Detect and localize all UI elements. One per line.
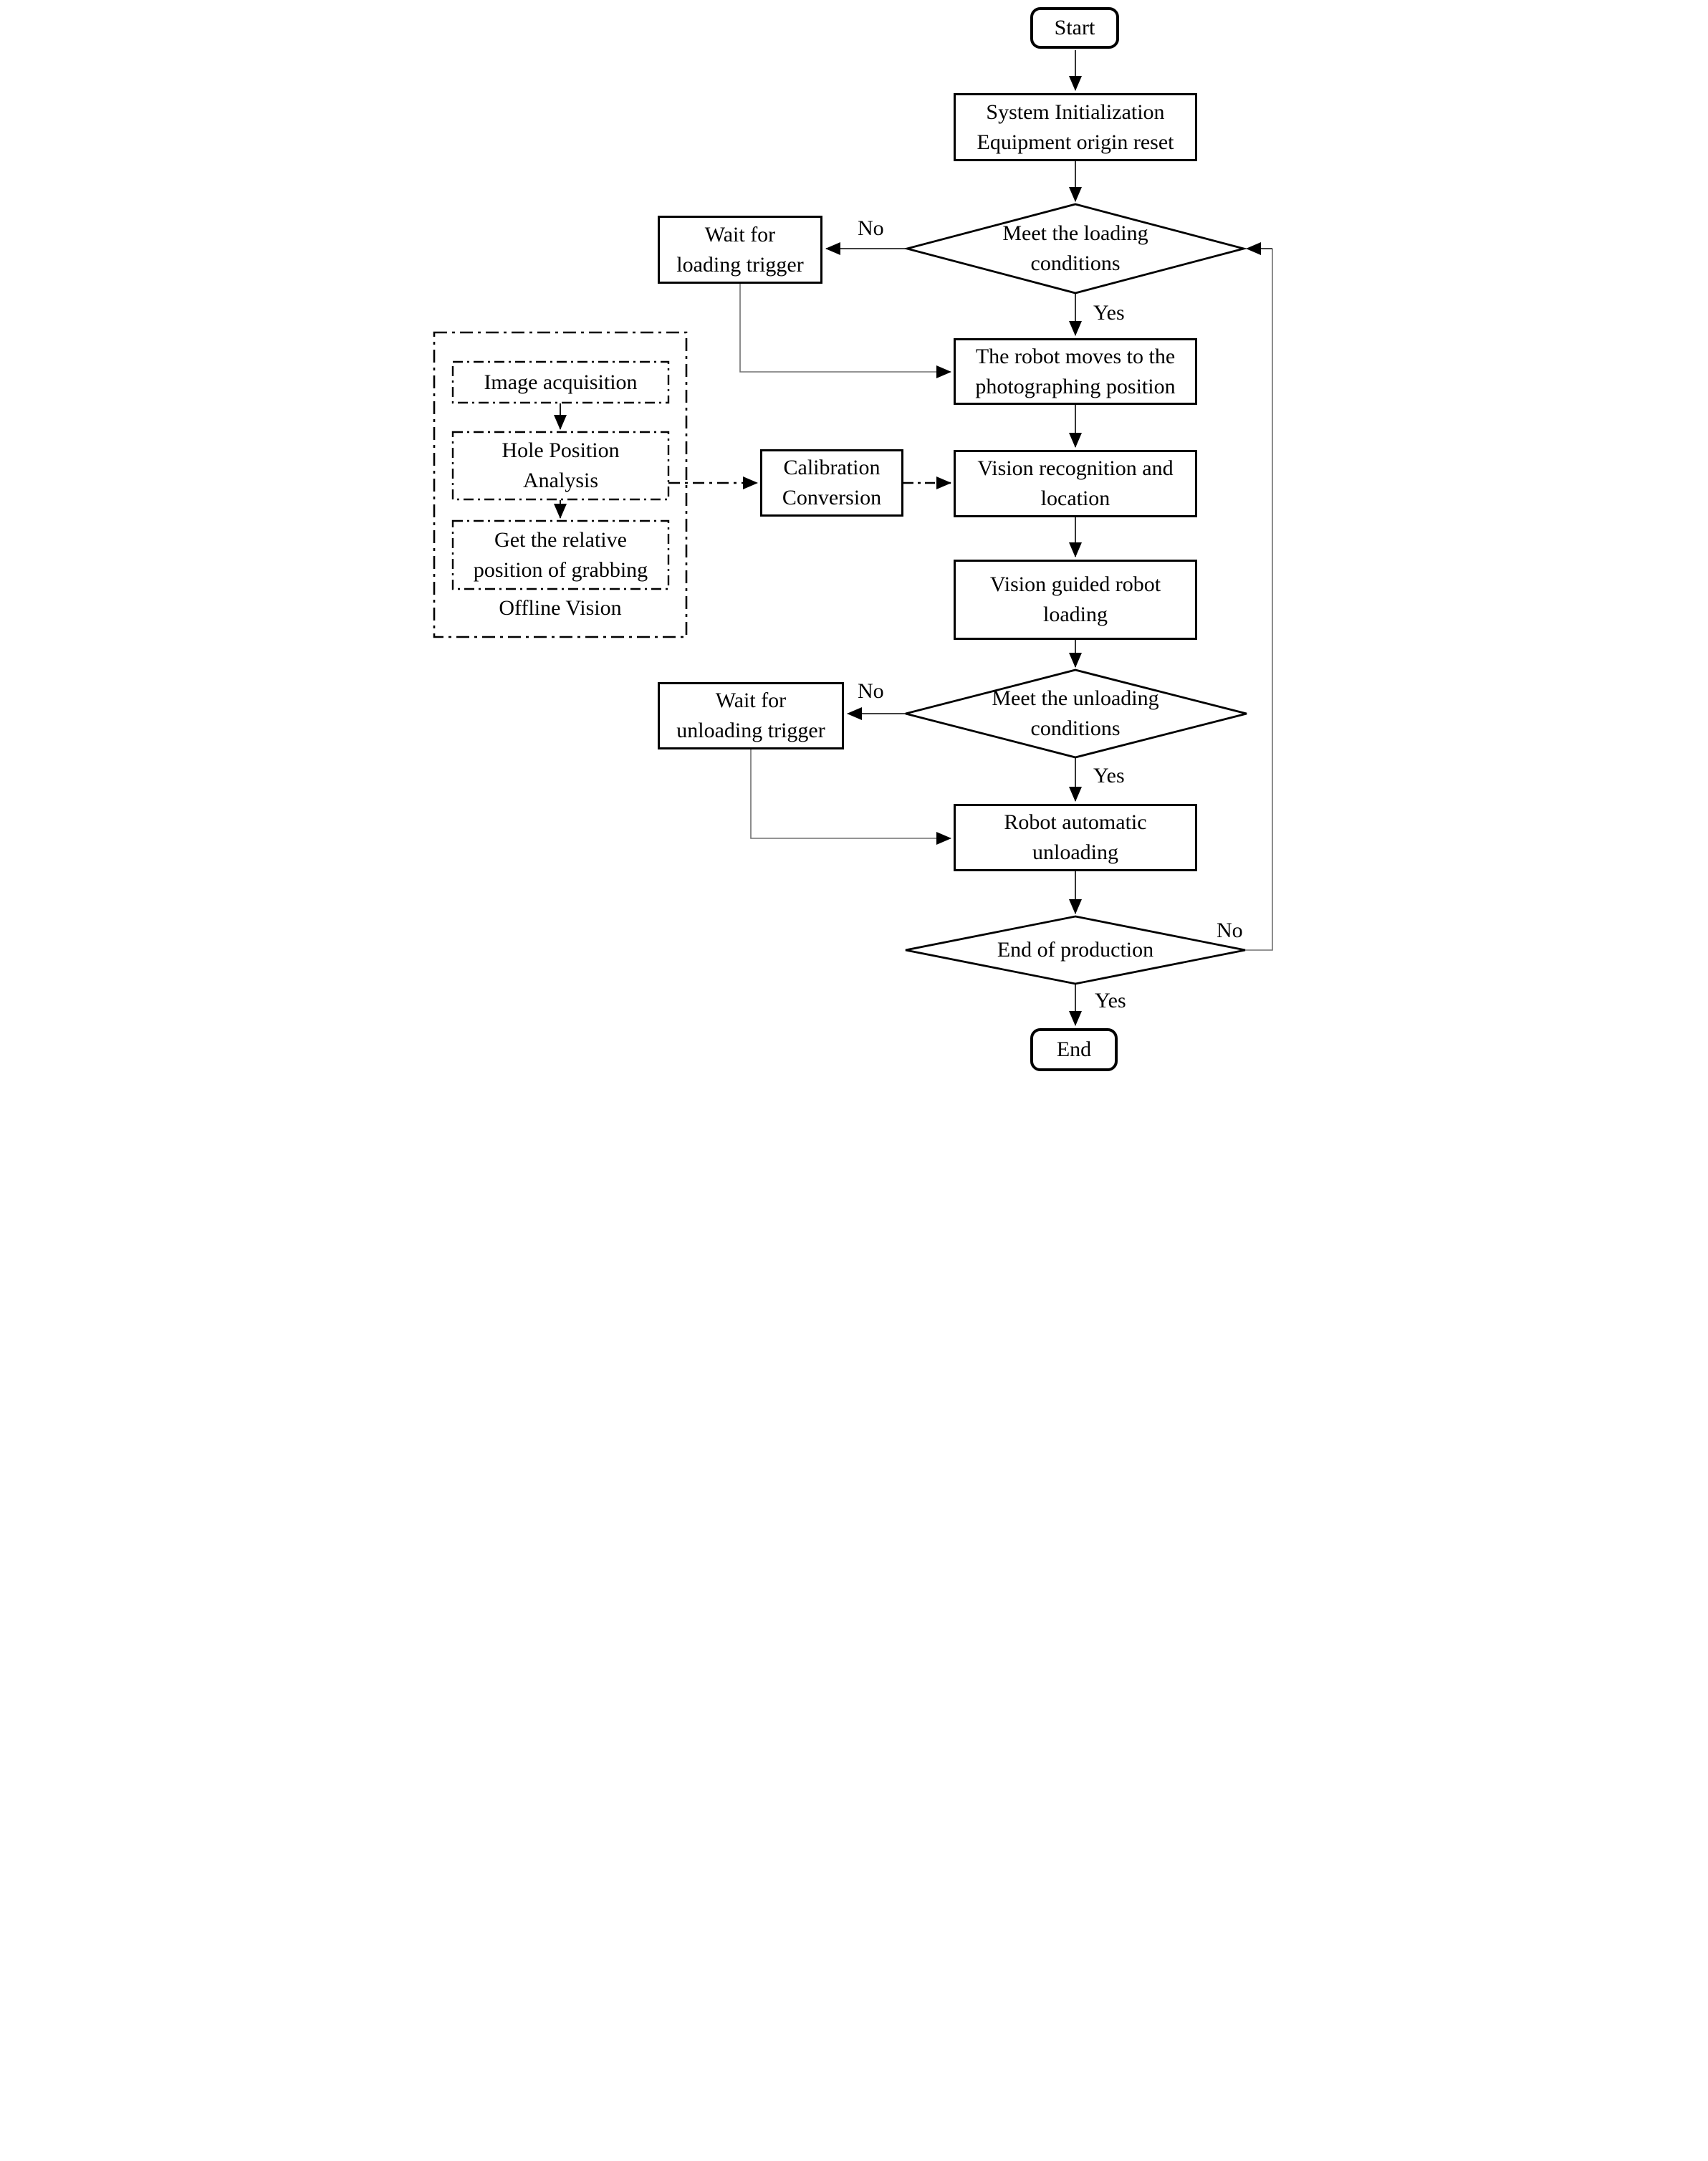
get-relative-border: [451, 519, 670, 590]
node-label: Calibration: [783, 456, 881, 479]
image-acquisition-border: [451, 360, 670, 404]
offline-vision-group-label: Offline Vision: [471, 593, 650, 623]
node-label: Robot automatic: [1004, 810, 1147, 834]
node-label: position of grabbing: [473, 557, 648, 582]
node-label: unloading: [1032, 840, 1118, 864]
node-vision-loading: Vision guided robot loading: [954, 560, 1197, 640]
node-label: loading trigger: [676, 252, 804, 277]
node-hole-position: Hole Position Analysis: [453, 432, 668, 499]
node-label: Wait for: [704, 222, 776, 246]
elbow-wait-unloading-to-robot: [750, 749, 951, 845]
node-system-init: System Initialization Equipment origin r…: [954, 93, 1197, 161]
offline-vision-group-border: [433, 331, 688, 638]
edge-label-unloading-no: No: [858, 679, 884, 703]
node-end-decision: End of production: [968, 933, 1183, 967]
node-label: Hole Position: [502, 439, 620, 462]
node-wait-loading: Wait for loading trigger: [658, 216, 822, 284]
edge-label-loading-no: No: [858, 216, 884, 240]
node-unloading-decision: Meet the unloading conditions: [961, 680, 1190, 747]
node-label: photographing position: [975, 374, 1176, 398]
node-label: Equipment origin reset: [977, 130, 1174, 154]
loop-end-no-line: [1245, 249, 1273, 951]
node-label: location: [1040, 487, 1110, 510]
node-label: System Initialization: [986, 100, 1165, 124]
connector-layer: [433, 50, 1273, 1026]
elbow-wait-loading-to-robot: [739, 284, 951, 378]
hole-position-border: [451, 431, 670, 501]
node-label: conditions: [1030, 717, 1121, 740]
node-label: Conversion: [782, 486, 882, 509]
node-label: Analysis: [523, 469, 598, 492]
node-end-label: End: [1056, 1038, 1092, 1061]
node-get-relative: Get the relative position of grabbing: [453, 521, 668, 589]
node-label: Vision recognition and: [977, 456, 1174, 480]
node-label: Get the relative: [494, 527, 627, 552]
node-vision-recognition: Vision recognition and location: [954, 450, 1197, 517]
node-start-label: Start: [1054, 16, 1095, 39]
node-label: unloading trigger: [676, 719, 825, 742]
node-label: The robot moves to the: [975, 344, 1176, 368]
node-end: End: [1030, 1028, 1118, 1071]
node-start: Start: [1030, 7, 1119, 49]
node-label: Meet the loading: [1002, 221, 1148, 245]
edge-label-end-yes: Yes: [1095, 989, 1126, 1012]
node-robot-moves: The robot moves to the photographing pos…: [954, 338, 1197, 405]
flowchart-canvas: Start System Initialization Equipment or…: [427, 0, 1281, 1080]
node-label: conditions: [1030, 251, 1121, 275]
node-label: Wait for: [715, 689, 787, 712]
group-label: Offline Vision: [499, 596, 622, 620]
node-loading-decision: Meet the loading conditions: [968, 215, 1183, 282]
node-robot-unloading: Robot automatic unloading: [954, 804, 1197, 871]
node-wait-unloading: Wait for unloading trigger: [658, 682, 844, 749]
edge-label-end-no: No: [1217, 919, 1243, 942]
edge-label-unloading-yes: Yes: [1093, 764, 1125, 787]
node-label: End of production: [997, 938, 1154, 962]
node-image-acquisition: Image acquisition: [453, 362, 668, 403]
node-label: Image acquisition: [484, 370, 638, 394]
node-label: loading: [1043, 603, 1108, 626]
node-calibration: Calibration Conversion: [760, 449, 903, 517]
node-label: Meet the unloading: [992, 686, 1159, 710]
edge-label-loading-yes: Yes: [1093, 301, 1125, 325]
node-label: Vision guided robot: [989, 572, 1161, 596]
